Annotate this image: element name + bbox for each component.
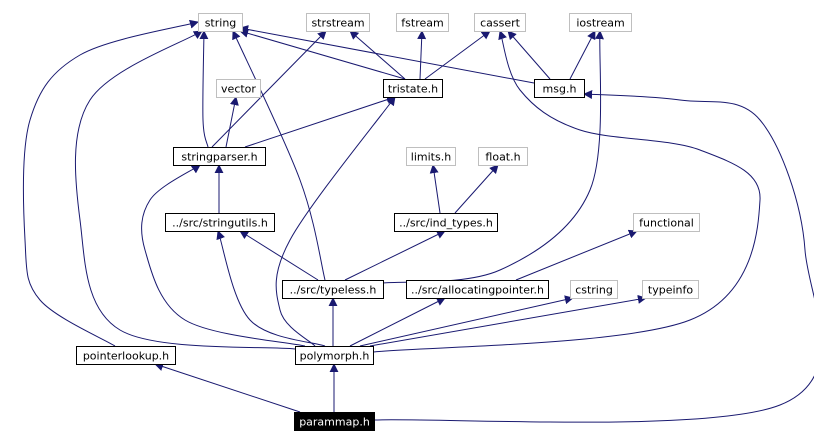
node-cstring: cstring	[570, 280, 618, 299]
node-label: stringparser.h	[181, 151, 257, 164]
node-box	[76, 346, 176, 365]
node-box	[569, 13, 632, 32]
node-label: pointerlookup.h	[83, 350, 169, 363]
node-label: cstring	[575, 284, 613, 297]
node-functional: functional	[633, 213, 700, 232]
edge-typeless-to-string	[232, 30, 326, 281]
node-label: strstream	[311, 17, 364, 30]
edge-tristate-to-cassert	[424, 30, 491, 80]
edge-allocptr-to-functional	[515, 229, 638, 281]
node-string: string	[198, 13, 243, 32]
edge-msg-to-string	[239, 25, 535, 84]
node-label: float.h	[485, 151, 520, 164]
node-label: vector	[221, 83, 256, 96]
node-box	[216, 79, 261, 98]
edge-typeless-to-stringutils	[239, 230, 319, 281]
node-box	[396, 13, 449, 32]
node-label: iostream	[576, 17, 624, 30]
edge-polymorph-to-string	[74, 30, 296, 350]
node-label: ../src/stringutils.h	[172, 217, 268, 230]
node-box	[198, 13, 243, 32]
node-label: string	[205, 17, 237, 30]
node-msg[interactable]: msg.h	[534, 79, 585, 98]
edge-stringparser-to-vector	[225, 96, 239, 148]
edges	[22, 19, 814, 423]
edge-parammap-to-msg	[373, 90, 814, 423]
edge-parammap-to-pointerlookup	[154, 362, 301, 413]
node-box	[633, 213, 700, 232]
node-label: ../src/ind_types.h	[399, 217, 493, 230]
edge-polymorph-to-stringparser	[141, 164, 306, 347]
edge-polymorph-to-allocptr	[349, 297, 446, 347]
node-indtypes[interactable]: ../src/ind_types.h	[394, 213, 498, 232]
node-tristate[interactable]: tristate.h	[383, 79, 443, 98]
node-box	[173, 147, 266, 166]
edge-msg-to-cassert	[507, 30, 551, 80]
node-label: ../src/allocatingpointer.h	[411, 284, 544, 297]
node-stringparser[interactable]: stringparser.h	[173, 147, 266, 166]
edge-tristate-to-fstream	[417, 30, 427, 80]
node-vector: vector	[216, 79, 261, 98]
node-box	[306, 13, 370, 32]
nodes: string strstream fstream cassert iostream vec…	[76, 13, 700, 431]
edge-pointerlookup-to-string	[22, 19, 199, 347]
edge-msg-to-iostream	[569, 30, 596, 80]
node-cassert: cassert	[474, 13, 526, 32]
node-box	[294, 412, 375, 431]
node-box	[570, 280, 618, 299]
node-label: msg.h	[543, 83, 577, 96]
edge-tristate-to-string	[239, 28, 406, 80]
node-label: parammap.h	[299, 416, 370, 429]
node-box	[394, 213, 498, 232]
node-fstream: fstream	[396, 13, 449, 32]
node-box	[534, 79, 585, 98]
node-label: functional	[639, 217, 694, 230]
node-label: tristate.h	[388, 83, 438, 96]
edge-stringparser-to-tristate	[244, 95, 396, 148]
edge-polymorph-to-stringutils	[216, 230, 326, 347]
node-label: limits.h	[411, 151, 451, 164]
node-box	[642, 280, 699, 299]
node-box	[383, 79, 443, 98]
node-label: polymorph.h	[300, 350, 370, 363]
edge-stringparser-to-strstream	[211, 30, 327, 148]
node-float: float.h	[478, 147, 528, 166]
edge-tristate-to-strstream	[349, 30, 406, 80]
node-box	[282, 280, 384, 299]
node-box	[406, 147, 456, 166]
node-box	[478, 147, 528, 166]
node-box	[474, 13, 526, 32]
node-typeinfo: typeinfo	[642, 280, 699, 299]
node-box	[295, 346, 374, 365]
node-parammap[interactable]: parammap.h	[294, 412, 375, 431]
edge-indtypes-to-float	[454, 164, 499, 214]
node-allocptr[interactable]: ../src/allocatingpointer.h	[406, 280, 549, 299]
node-label: fstream	[401, 17, 443, 30]
node-label: ../src/typeless.h	[290, 284, 377, 297]
edge-typeless-to-indtypes	[344, 230, 446, 281]
node-iostream: iostream	[569, 13, 632, 32]
node-box	[165, 213, 275, 232]
node-label: typeinfo	[648, 284, 693, 297]
node-label: cassert	[480, 17, 521, 30]
edge-indtypes-to-limits	[429, 164, 441, 214]
edge-polymorph-to-cstring	[359, 295, 574, 347]
edge-polymorph-to-cassert	[372, 30, 761, 353]
node-strstream: strstream	[306, 13, 370, 32]
edge-polymorph-to-tristate	[275, 96, 396, 347]
node-limits: limits.h	[406, 147, 456, 166]
node-box	[406, 280, 549, 299]
node-pointerlookup[interactable]: pointerlookup.h	[76, 346, 176, 365]
node-typeless[interactable]: ../src/typeless.h	[282, 280, 384, 299]
node-stringutils[interactable]: ../src/stringutils.h	[165, 213, 275, 232]
node-polymorph[interactable]: polymorph.h	[295, 346, 374, 365]
edge-stringparser-to-string	[199, 30, 209, 148]
edge-polymorph-to-typeinfo	[369, 294, 647, 347]
